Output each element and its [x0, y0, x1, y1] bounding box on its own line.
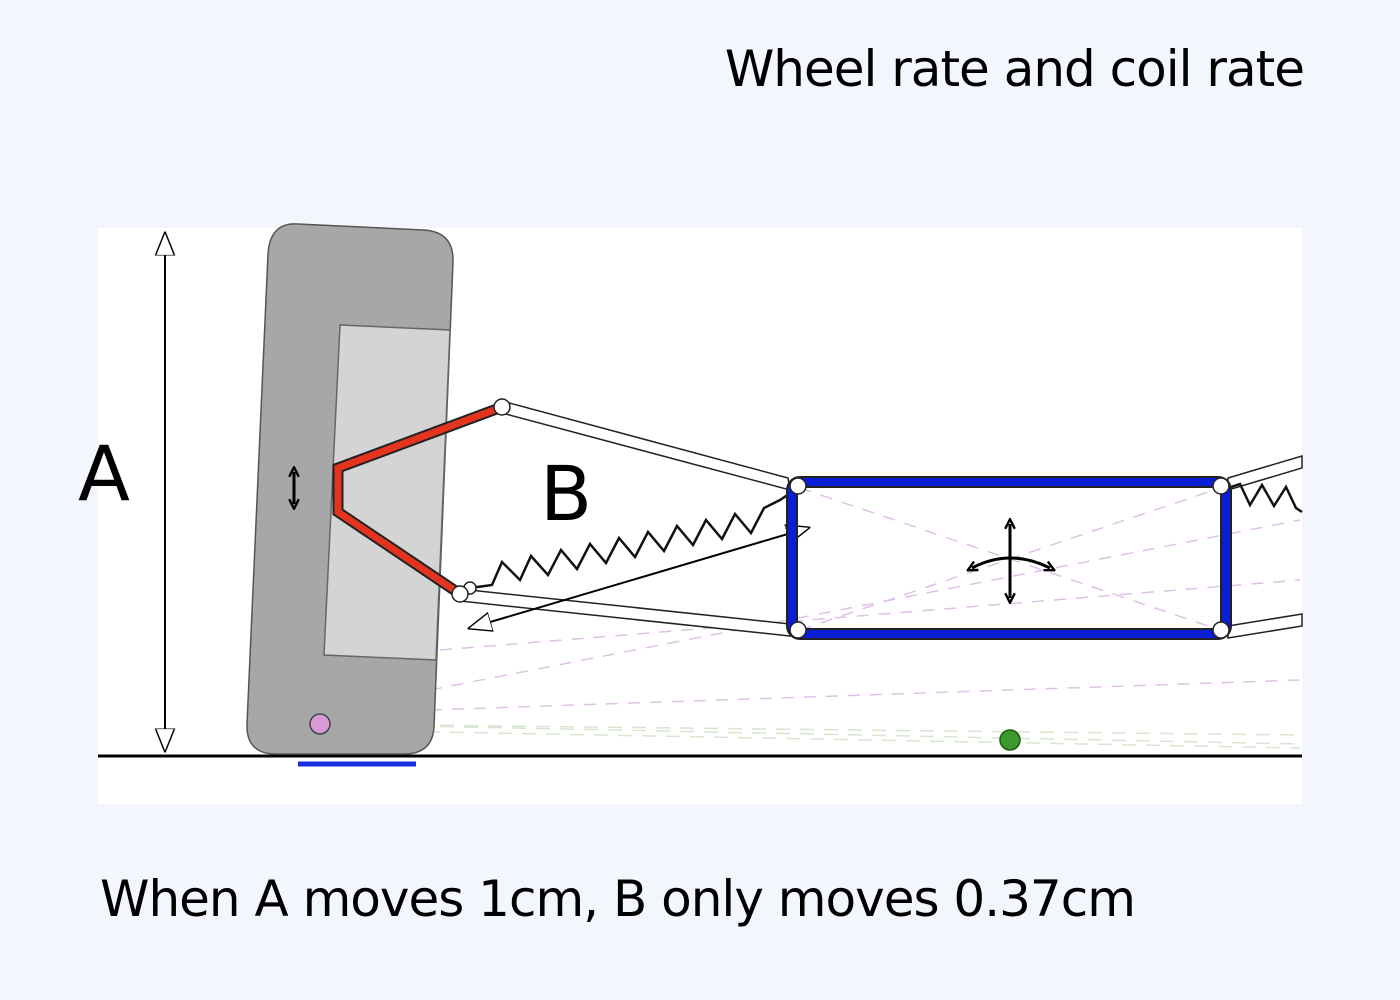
chassis-lower-right-pivot[interactable]: [1212, 621, 1230, 639]
chassis-upper-right-pivot[interactable]: [1212, 477, 1230, 495]
diagram-caption: When A moves 1cm, B only moves 0.37cm: [100, 870, 1136, 928]
four-way-move-icon[interactable]: [972, 524, 1050, 598]
upper-ball-joint[interactable]: [493, 398, 511, 416]
diagram-title: Wheel rate and coil rate: [724, 40, 1305, 98]
label-a: A: [78, 429, 130, 518]
wheel-hub: [323, 324, 451, 661]
chassis-lower-left-pivot[interactable]: [789, 621, 807, 639]
roll-center-lines: [319, 723, 1301, 749]
right-coil-spring: [1227, 482, 1303, 514]
chassis-upper-left-pivot[interactable]: [789, 477, 807, 495]
lower-ball-joint[interactable]: [451, 585, 469, 603]
tyre-contact-point[interactable]: [309, 713, 331, 735]
center-of-mass[interactable]: [999, 729, 1021, 751]
upright[interactable]: [334, 403, 504, 597]
chassis[interactable]: [788, 478, 1230, 638]
dimension-b-arrow: [470, 528, 808, 628]
label-b: B: [540, 449, 592, 538]
